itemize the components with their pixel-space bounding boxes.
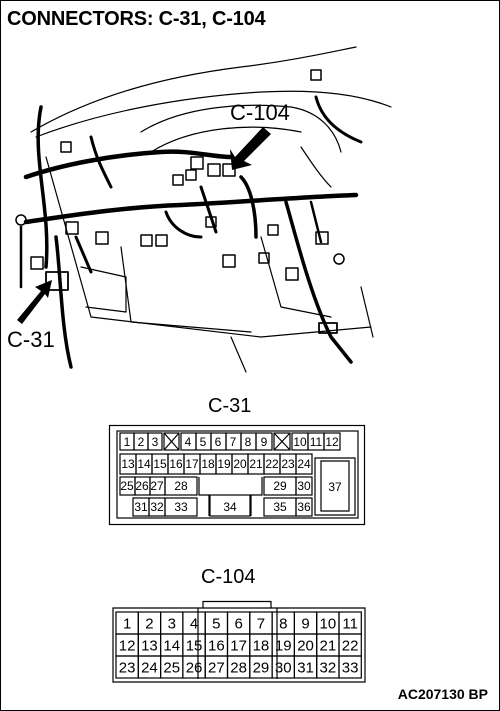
c31-pin-13: 13 [121,457,135,471]
c31-pin-29: 29 [273,479,287,493]
c31-pin-28: 28 [174,479,188,493]
c104-pin-2: 2 [145,616,153,633]
c104-pin-13: 13 [141,638,158,655]
c104-pin-32: 32 [320,660,337,677]
diagram-code: AC207130 BP [397,686,488,702]
harness-label-c104: C-104 [230,100,290,125]
c104-pin-23: 23 [119,660,136,677]
c31-pin-35: 35 [273,500,287,514]
c104-pin-17: 17 [230,638,247,655]
c31-pin-22: 22 [265,457,279,471]
c104-pin-25: 25 [163,660,180,677]
c31-pin-27: 27 [150,479,164,493]
c104-pin-26: 26 [186,660,203,677]
c104-pin-7: 7 [257,616,265,633]
c31-pin-16: 16 [169,457,183,471]
c104-pin-33: 33 [342,660,359,677]
connector-title-c104: C-104 [201,566,256,588]
connector-title-c31: C-31 [208,395,252,417]
c104-pin-16: 16 [208,638,225,655]
c104-pin-8: 8 [279,616,287,633]
main-harness [23,192,359,225]
c31-pin-2: 2 [138,435,145,449]
c31-blank-cavity [163,432,180,451]
c31-pin-6: 6 [215,435,222,449]
c31-pin-19: 19 [217,457,231,471]
c104-pin-31: 31 [297,660,314,677]
c104-pin-10: 10 [320,616,337,633]
c104-pin-1: 1 [123,616,131,633]
c104-pin-28: 28 [230,660,247,677]
c31-pin-21: 21 [249,457,263,471]
c31-pin-14: 14 [137,457,151,471]
c31-large-terminal [314,457,356,516]
c104-arrow-icon [230,127,271,170]
c31-pin-15: 15 [153,457,167,471]
c104-pin-21: 21 [320,638,337,655]
c31-pin-3: 3 [152,435,159,449]
c104-pin-14: 14 [163,638,180,655]
c31-pin-1: 1 [124,435,131,449]
c31-pin-18: 18 [201,457,215,471]
c31-pin-12: 12 [325,435,339,449]
c104-pin-9: 9 [301,616,309,633]
c31-pin-20: 20 [233,457,247,471]
c104-pin-6: 6 [234,616,242,633]
c31-pin-24: 24 [297,457,311,471]
c31-pin-17: 17 [185,457,199,471]
c31-pin-26: 26 [135,479,149,493]
c104-pin-30: 30 [275,660,292,677]
c104-pin-27: 27 [208,660,225,677]
c31-pin-33: 33 [174,500,188,514]
c31-pin-25: 25 [120,479,134,493]
c104-pin-19: 19 [275,638,292,655]
page-title: CONNECTORS: C-31, C-104 [7,8,266,30]
c31-key-notch [198,477,263,516]
c31-pin-31: 31 [134,500,148,514]
c31-pin-32: 32 [150,500,164,514]
c31-arrow-icon [17,280,52,324]
c31-pin-30: 30 [297,479,311,493]
c104-pin-4: 4 [190,616,198,633]
c31-pin-9: 9 [261,435,268,449]
c31-pin-34: 34 [223,500,237,514]
c104-pin-12: 12 [119,638,136,655]
c31-pin-5: 5 [200,435,207,449]
c31-pin-10: 10 [293,435,307,449]
c104-housing [112,600,366,683]
dashboard-outline [30,46,357,133]
c104-pin-20: 20 [297,638,314,655]
c104-pin-3: 3 [168,616,176,633]
c31-pin-11: 11 [310,435,323,449]
c31-pin-7: 7 [230,435,237,449]
c104-pin-18: 18 [253,638,270,655]
c31-blank-cavity [273,432,291,451]
c104-pin-29: 29 [253,660,270,677]
harness-label-c31: C-31 [7,327,55,352]
c31-pin-4: 4 [185,435,192,449]
c31-pin-8: 8 [245,435,252,449]
harness-illustration [15,46,392,373]
c31-pin-23: 23 [281,457,295,471]
c104-pin-11: 11 [342,616,358,633]
c104-pin-22: 22 [342,638,359,655]
c104-pin-15: 15 [186,638,203,655]
c104-pin-24: 24 [141,660,158,677]
c31-pin-37: 37 [328,480,342,494]
c104-pin-5: 5 [212,616,220,633]
c31-pin-36: 36 [297,500,311,514]
c31-housing [108,424,366,526]
